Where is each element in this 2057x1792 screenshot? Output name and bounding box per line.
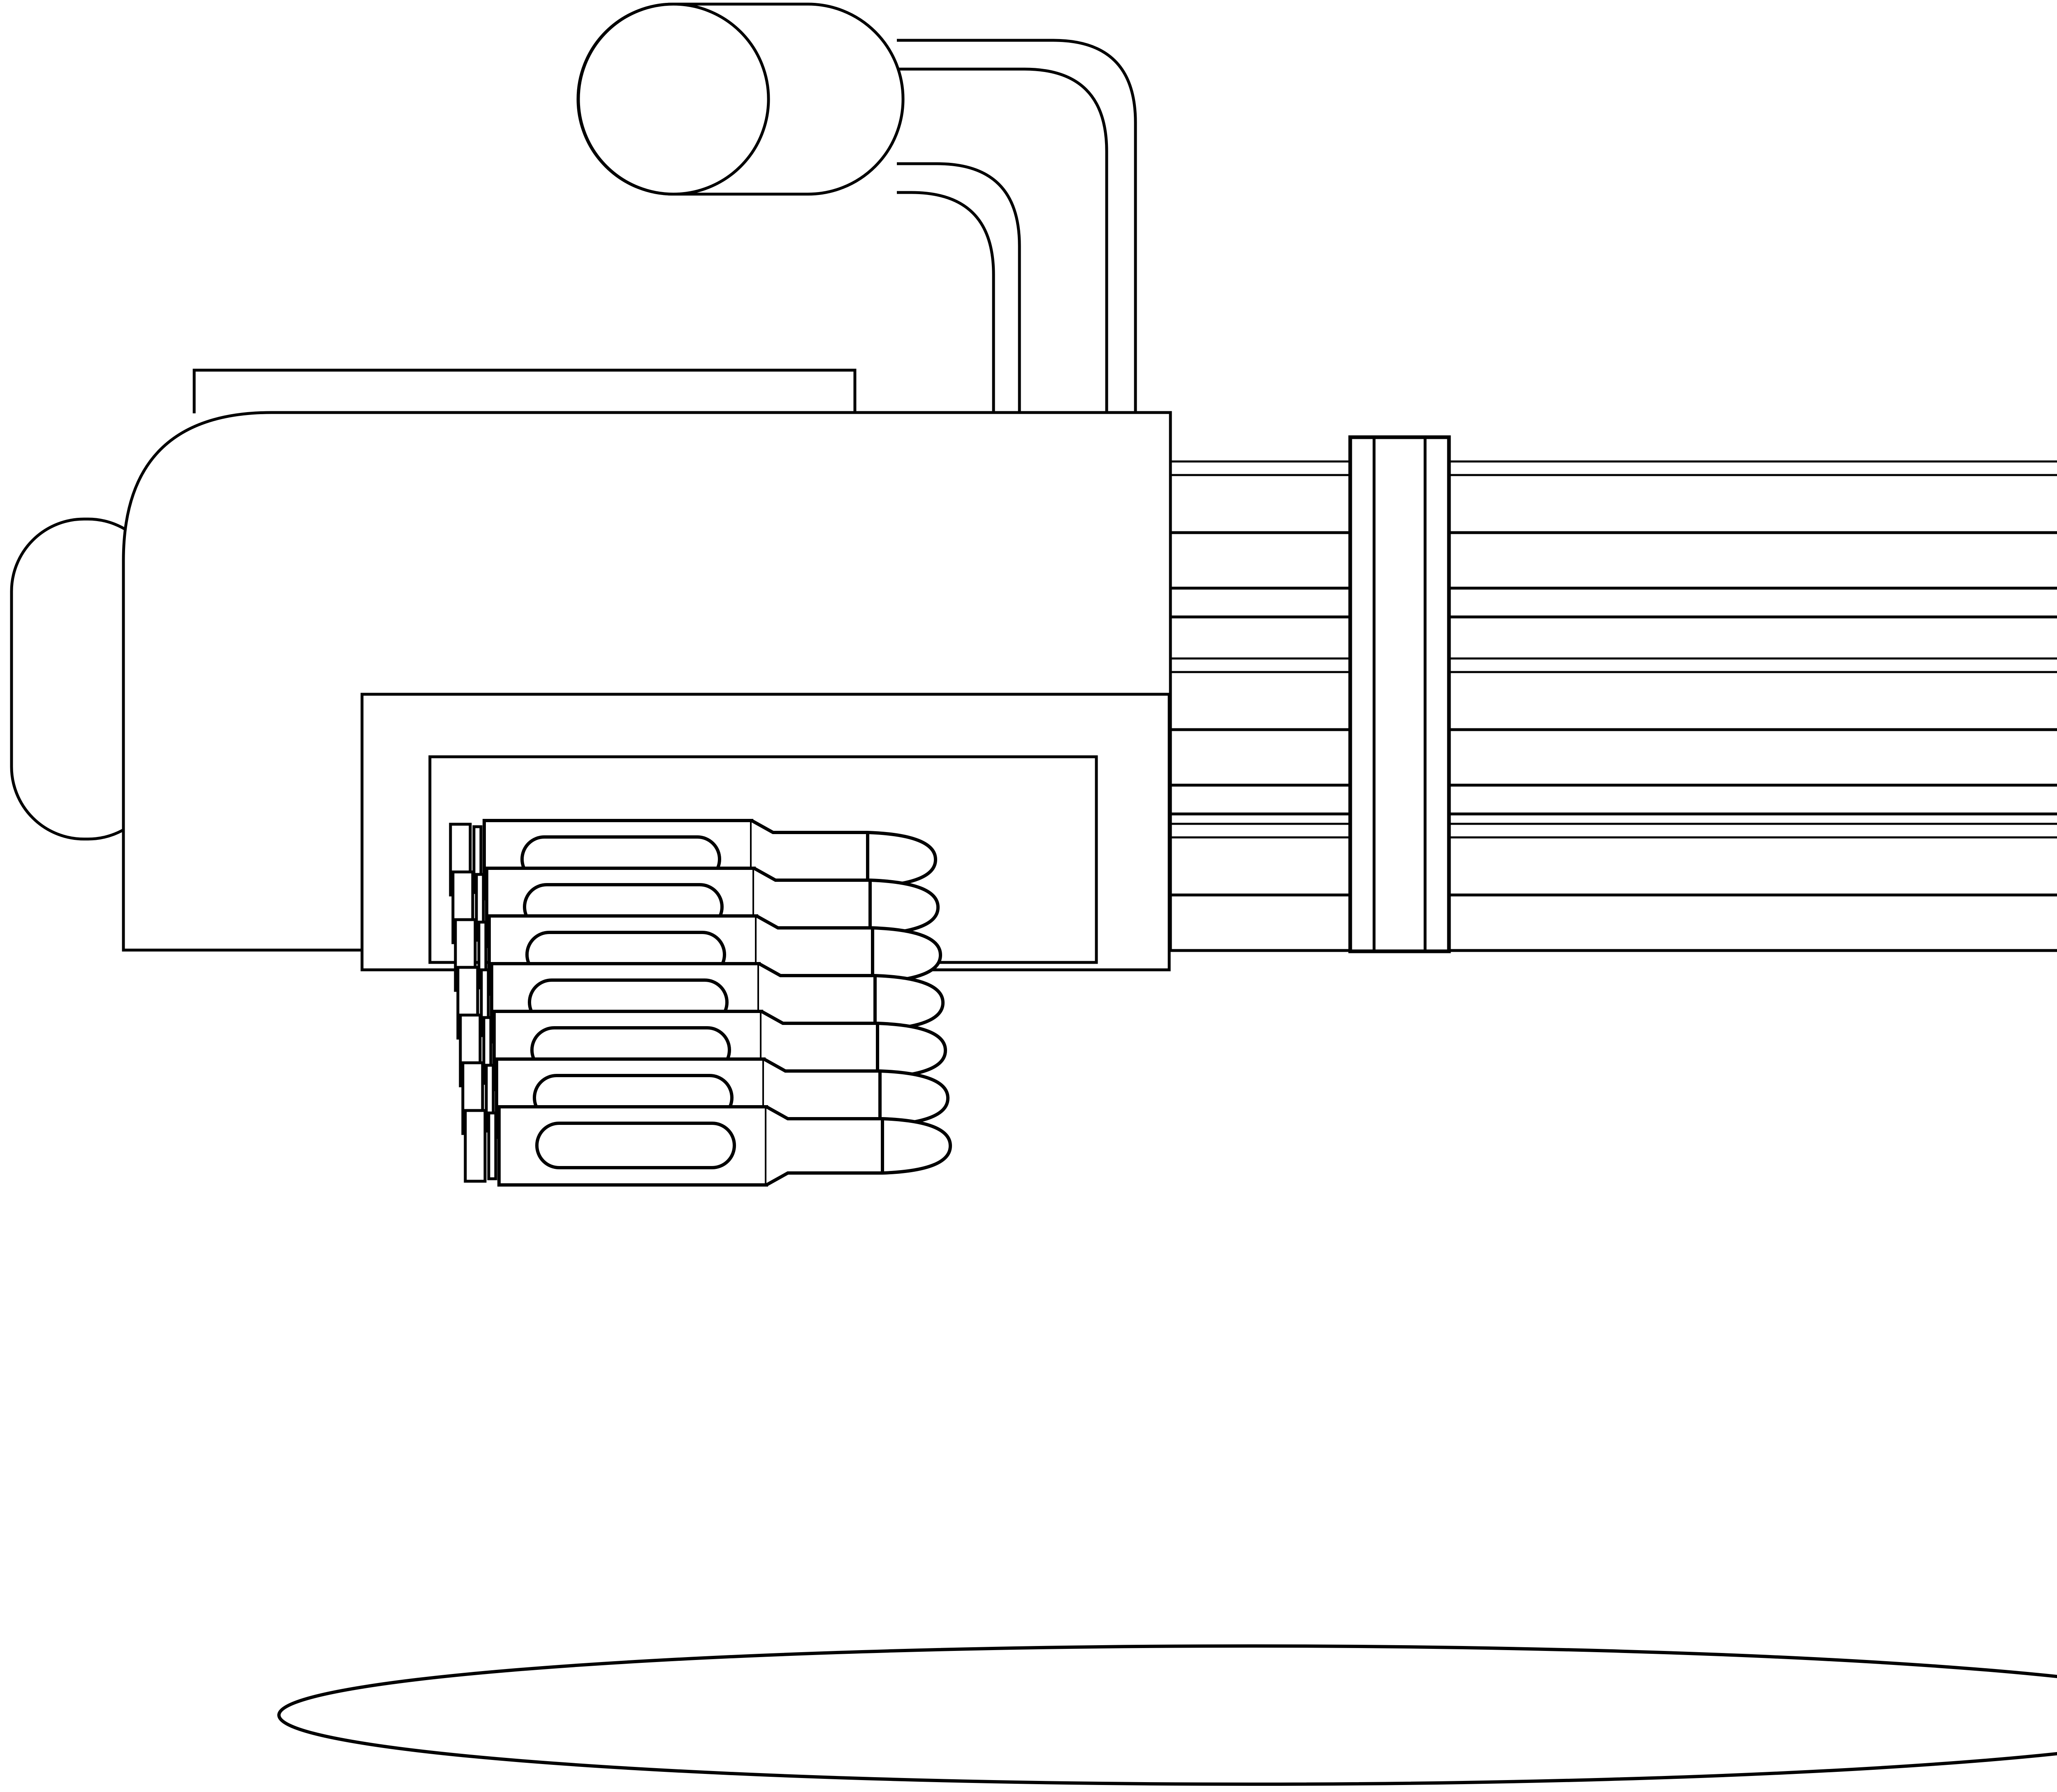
- feed-tube-outer-a: [897, 39, 1137, 413]
- cartridge-case-slot: [535, 1122, 736, 1169]
- clamp-ring-1-outer: [1348, 435, 1451, 953]
- cartridge-7: [464, 1105, 952, 1187]
- cartridge-rim-inner: [487, 1111, 497, 1180]
- clamp-ring-1: [1348, 435, 1451, 953]
- feed-tube-inner-b: [897, 191, 995, 413]
- cartridge-neck-and-tip: [766, 1105, 952, 1187]
- ammo-belt: [449, 819, 952, 1187]
- motor-drum-end-face: [577, 2, 770, 196]
- clamp-rings: [1348, 435, 1451, 953]
- feed-tube-outer-b: [897, 67, 1108, 413]
- cartridge-rim-outer: [464, 1109, 487, 1183]
- feed-tubes: [897, 39, 1137, 413]
- top-plate: [193, 369, 857, 413]
- motor-drum: [576, 2, 905, 196]
- feed-tube-inner-a: [897, 162, 1021, 413]
- ground-shadow-ellipse: [277, 1644, 2057, 1786]
- top-plate-outline: [193, 369, 857, 413]
